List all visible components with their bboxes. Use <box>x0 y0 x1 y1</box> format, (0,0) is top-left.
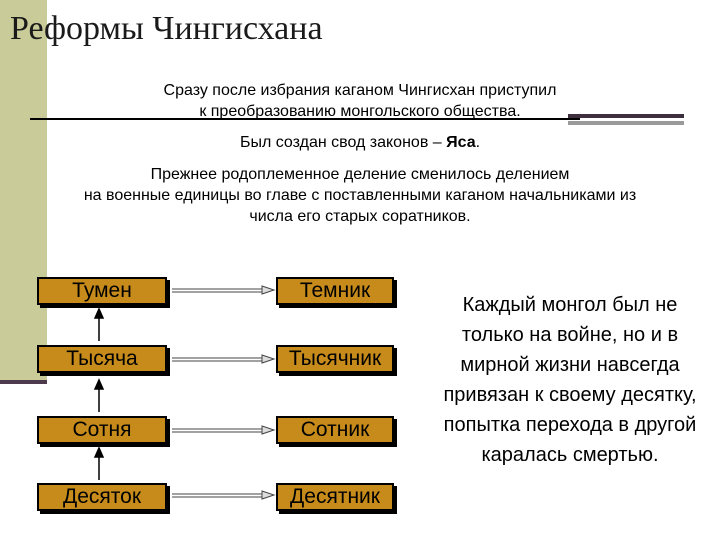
commander-box-tysyachnik: Тысячник <box>276 345 394 373</box>
unit-box-hundred: Сотня <box>37 416 167 444</box>
side-note: Каждый монгол был не только на войне, но… <box>443 294 697 466</box>
commander-box-desyatnik: Десятник <box>276 483 394 511</box>
intro-line-6: числа его старых соратников. <box>249 208 471 225</box>
decorative-side-line <box>0 380 47 384</box>
unit-box-ten: Десяток <box>37 483 167 511</box>
intro-line-3-text: Был создан свод законов – Яса. <box>239 134 481 151</box>
unit-box-thousand: Тысяча <box>37 345 167 373</box>
slide-title: Реформы Чингисхана <box>10 10 323 47</box>
decorative-side-bar <box>0 0 47 383</box>
commander-box-sotnik: Сотник <box>276 416 394 444</box>
divider-accent-dark <box>568 114 684 118</box>
intro-line-4: Прежнее родоплеменное деление сменилось … <box>150 166 570 183</box>
intro-line-2: к преобразованию монгольского общества. <box>199 103 521 120</box>
title-divider <box>30 118 580 120</box>
yasa-term: Яса <box>446 134 476 151</box>
intro-line-3: Был создан свод законов – Яса. <box>0 132 720 153</box>
divider-accent-light <box>568 121 684 125</box>
unit-box-tumen: Тумен <box>37 277 167 305</box>
intro-line-5: на военные единицы во главе с поставленн… <box>83 187 637 204</box>
commander-box-temnik: Темник <box>276 277 394 305</box>
intro-line-1: Сразу после избрания каганом Чингисхан п… <box>163 82 557 99</box>
